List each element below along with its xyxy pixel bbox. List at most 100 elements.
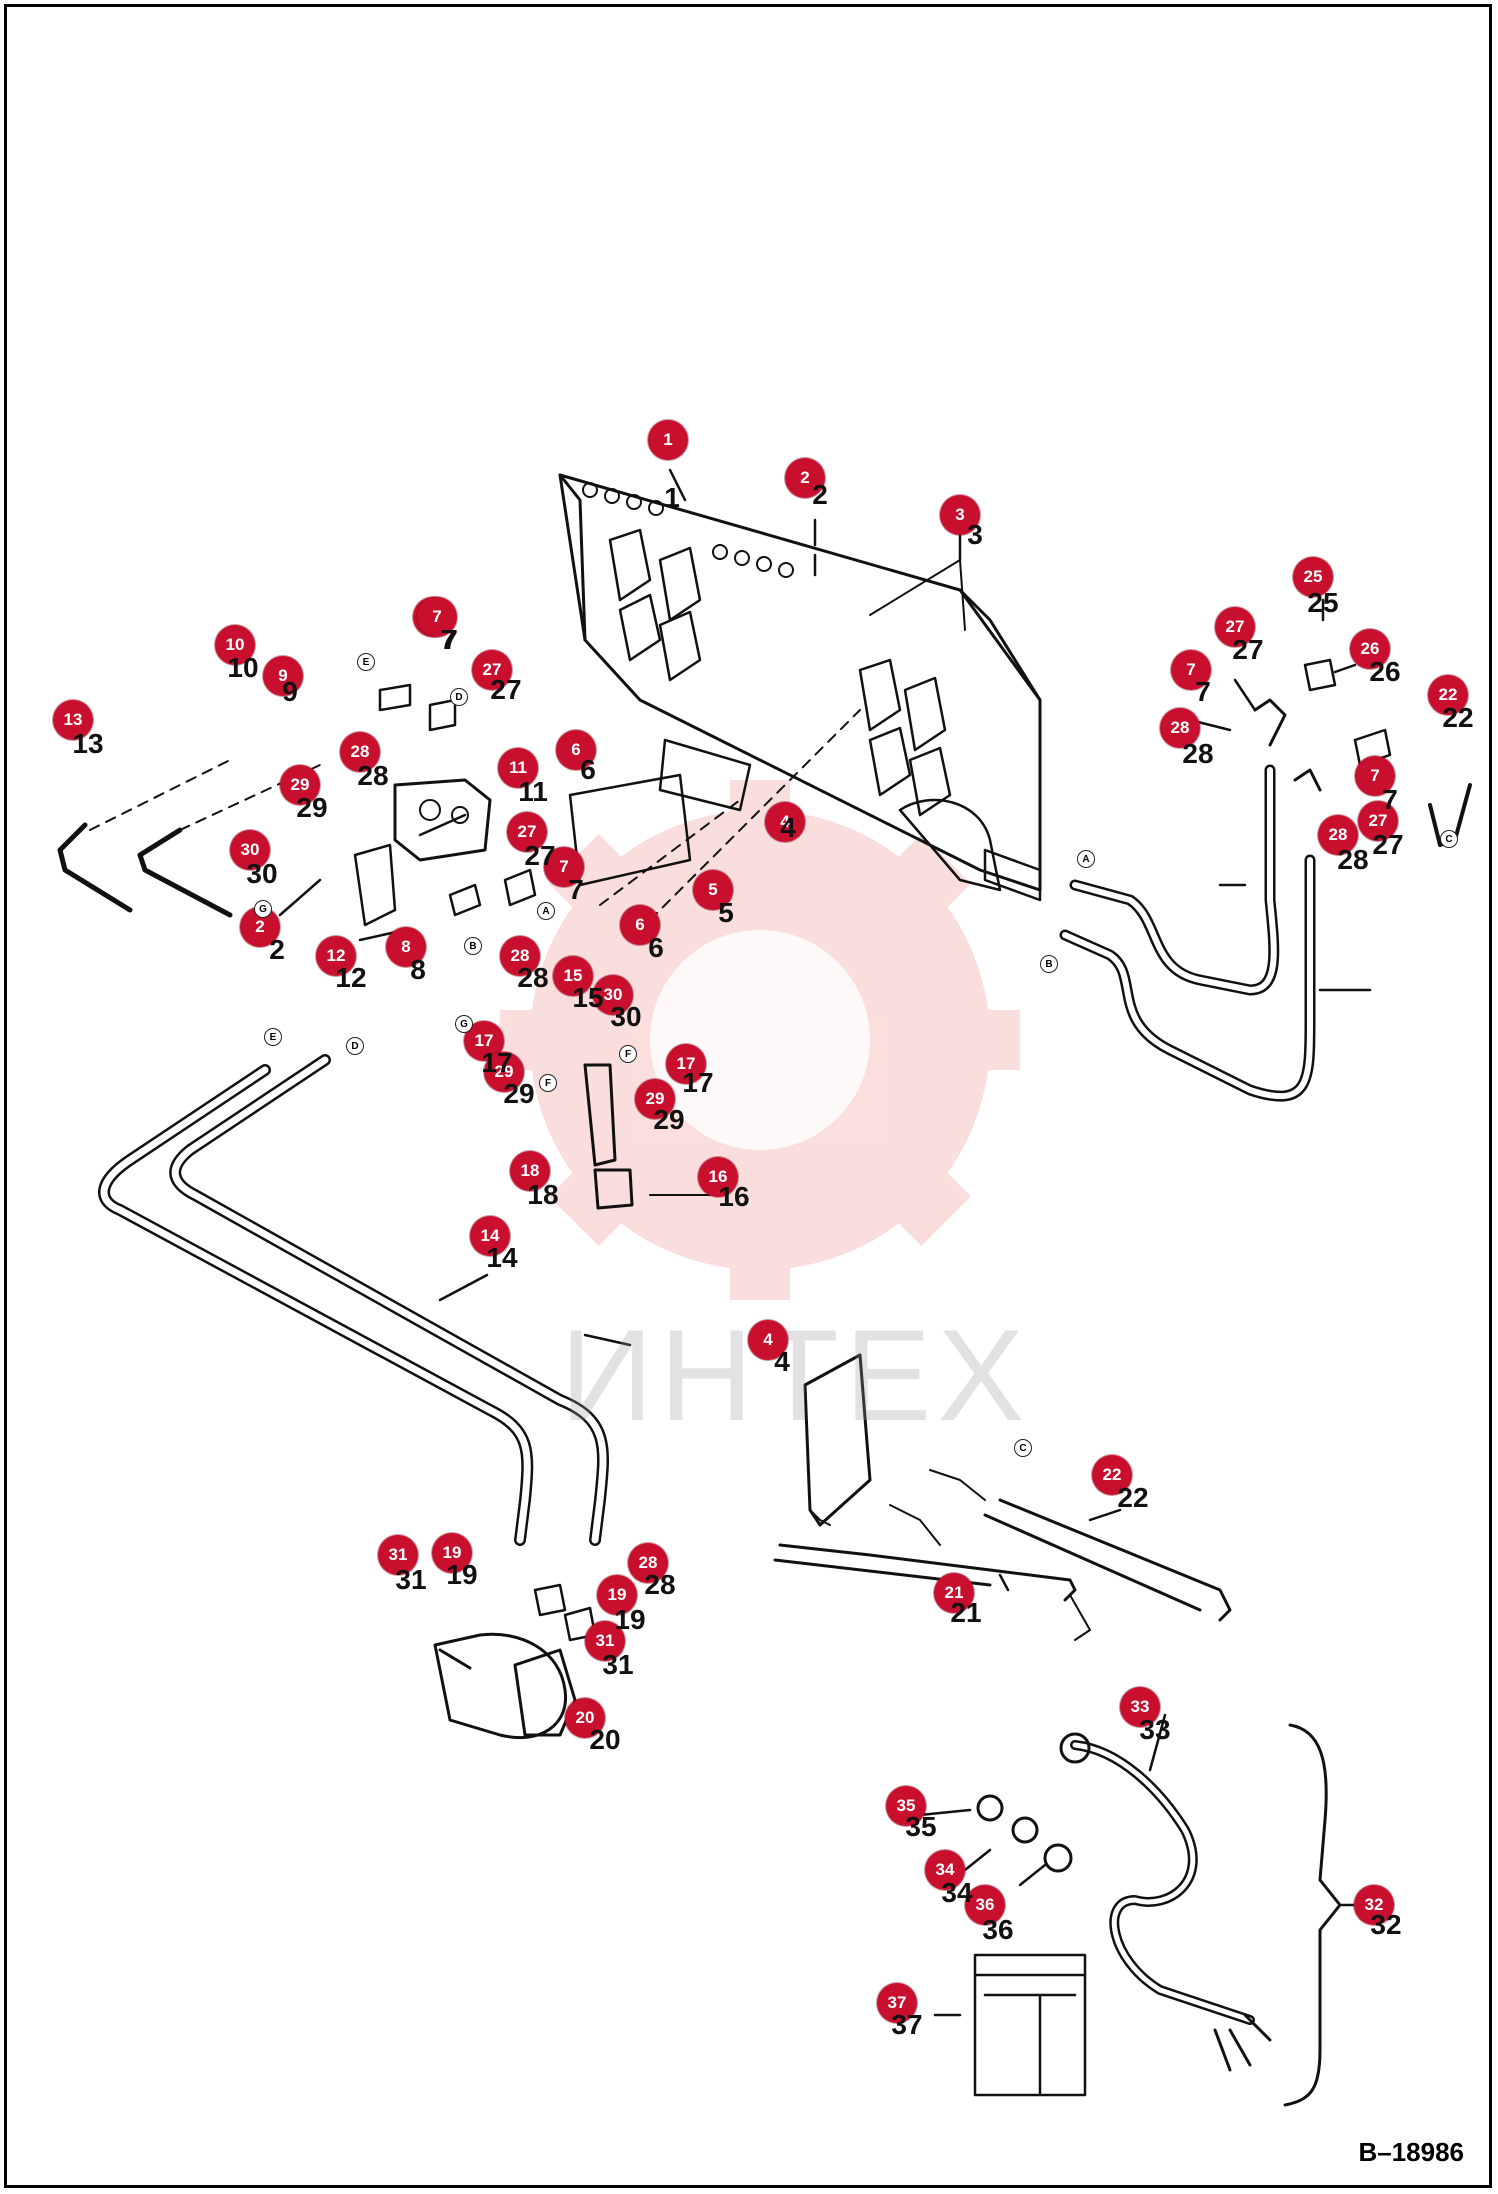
part-label-25: 25 (1307, 587, 1339, 618)
callout-18[interactable]: 18 (510, 1151, 550, 1191)
part-label-29: 29 (503, 1078, 535, 1109)
washer-34 (1011, 1816, 1039, 1844)
valve-block (393, 778, 492, 862)
callout-12[interactable]: 12 (316, 936, 356, 976)
callout-28[interactable]: 28 (340, 732, 380, 772)
callout-28[interactable]: 28 (1318, 815, 1358, 855)
callout-7[interactable]: 7 (544, 847, 584, 887)
callout-16[interactable]: 16 (698, 1157, 738, 1197)
callout-27[interactable]: 27 (472, 650, 512, 690)
connection-marker-b: B (464, 937, 482, 955)
part-label-2: 2 (269, 934, 285, 965)
callout-35[interactable]: 35 (886, 1786, 926, 1826)
part-label-6: 6 (648, 932, 664, 963)
callout-15[interactable]: 15 (553, 956, 593, 996)
part-label-33: 33 (1139, 1714, 1171, 1745)
connection-marker-d: D (346, 1037, 364, 1055)
part-label-31: 31 (395, 1564, 427, 1595)
callout-33[interactable]: 33 (1120, 1687, 1160, 1727)
part-label-35: 35 (905, 1811, 937, 1842)
callout-21[interactable]: 21 (934, 1573, 974, 1613)
callout-31[interactable]: 31 (585, 1621, 625, 1661)
callout-36[interactable]: 36 (965, 1885, 1005, 1925)
part-label-22: 22 (1442, 702, 1474, 733)
callout-5[interactable]: 5 (693, 870, 733, 910)
switch-bracket (803, 1353, 872, 1527)
part-label-28: 28 (357, 760, 389, 791)
hose-13a (57, 822, 133, 913)
callout-29[interactable]: 29 (280, 765, 320, 805)
callout-7[interactable]: 7 (417, 597, 457, 637)
callout-29[interactable]: 29 (484, 1052, 524, 1092)
connection-marker-f: F (619, 1045, 637, 1063)
callout-11[interactable]: 11 (498, 748, 538, 788)
callout-8[interactable]: 8 (386, 927, 426, 967)
callout-31[interactable]: 31 (378, 1535, 418, 1575)
callout-7[interactable]: 7 (1171, 650, 1211, 690)
plate-hitch (898, 798, 1002, 892)
callout-30[interactable]: 30 (230, 830, 270, 870)
connection-marker-b: B (1040, 955, 1058, 973)
part-label-28: 28 (517, 962, 549, 993)
part-label-17: 17 (481, 1047, 513, 1078)
callout-29[interactable]: 29 (635, 1079, 675, 1119)
connection-marker-c: C (1014, 1439, 1032, 1457)
fitting-26 (1353, 728, 1392, 767)
callout-22[interactable]: 22 (1428, 675, 1468, 715)
callout-27[interactable]: 27 (1358, 801, 1398, 841)
connection-marker-d: D (450, 688, 468, 706)
part-label-17: 17 (682, 1067, 714, 1098)
part-label-19: 19 (446, 1559, 478, 1590)
callout-32[interactable]: 32 (1354, 1885, 1394, 1925)
callout-19[interactable]: 19 (432, 1533, 472, 1573)
connection-marker-a: A (537, 902, 555, 920)
part-label-7: 7 (440, 624, 456, 655)
callout-27[interactable]: 27 (1215, 607, 1255, 647)
callout-17[interactable]: 17 (666, 1044, 706, 1084)
callout-14[interactable]: 14 (470, 1216, 510, 1256)
nut-35 (976, 1794, 1004, 1822)
callout-28[interactable]: 28 (500, 936, 540, 976)
part-label-27: 27 (1232, 634, 1264, 665)
callout-26[interactable]: 26 (1350, 629, 1390, 669)
callout-6[interactable]: 6 (620, 905, 660, 945)
callout-27[interactable]: 27 (507, 812, 547, 852)
callout-1[interactable]: 1 (648, 420, 688, 460)
callout-10[interactable]: 10 (215, 625, 255, 665)
part-label-21: 21 (950, 1597, 982, 1628)
part-label-34: 34 (941, 1877, 973, 1908)
callout-25[interactable]: 25 (1293, 557, 1333, 597)
part-label-22: 22 (1117, 1482, 1149, 1513)
callout-28[interactable]: 28 (628, 1543, 668, 1583)
part-label-27: 27 (490, 674, 522, 705)
callout-34[interactable]: 34 (925, 1850, 965, 1890)
callout-9[interactable]: 9 (263, 656, 303, 696)
part-label-6: 6 (580, 754, 596, 785)
hose-13b (137, 827, 233, 918)
part-label-7: 7 (1382, 784, 1398, 815)
motor-shaft (438, 1648, 472, 1670)
callout-22[interactable]: 22 (1092, 1455, 1132, 1495)
part-label-14: 14 (486, 1242, 518, 1273)
callout-30[interactable]: 30 (593, 975, 633, 1015)
callout-13[interactable]: 13 (53, 700, 93, 740)
callout-6[interactable]: 6 (556, 730, 596, 770)
callout-19[interactable]: 19 (597, 1575, 637, 1615)
connection-marker-e: E (357, 653, 375, 671)
callout-7[interactable]: 7 (1355, 756, 1395, 796)
callout-28[interactable]: 28 (1160, 708, 1200, 748)
part-label-18: 18 (527, 1179, 559, 1210)
harness-33-inner (1072, 1742, 1253, 2023)
part-label-28: 28 (1337, 844, 1369, 875)
connection-marker-f: F (539, 1074, 557, 1092)
callout-2[interactable]: 2 (785, 458, 825, 498)
callout-4[interactable]: 4 (748, 1320, 788, 1360)
dashed-13 (89, 759, 231, 831)
decal-37 (973, 1953, 1087, 2097)
callout-4[interactable]: 4 (765, 802, 805, 842)
callout-20[interactable]: 20 (565, 1698, 605, 1738)
bracket-lower (809, 1509, 831, 1526)
callout-3[interactable]: 3 (940, 495, 980, 535)
part-label-27: 27 (524, 840, 556, 871)
callout-37[interactable]: 37 (877, 1983, 917, 2023)
